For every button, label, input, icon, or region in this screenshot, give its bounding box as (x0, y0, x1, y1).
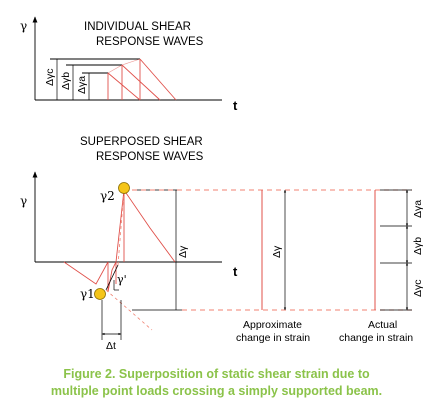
gamma1-marker (94, 288, 106, 300)
approx-delta-gamma-label: Δγ (271, 245, 283, 258)
top-title-line1: INDIVIDUAL SHEAR (84, 21, 191, 33)
wave-a (82, 72, 141, 101)
superposed-waves-diagram: SUPERPOSED SHEAR RESPONSE WAVES γ t γ' (20, 136, 424, 352)
actual-label-line2: change in strain (339, 332, 413, 344)
wave-b (66, 64, 161, 101)
delta-t-label: Δt (106, 340, 116, 352)
individual-waves-diagram: INDIVIDUAL SHEAR RESPONSE WAVES γ t (20, 16, 238, 113)
wave-c (50, 58, 177, 101)
delta-gamma-label: Δγ (177, 245, 189, 258)
approx-label-line1: Approximate (243, 319, 302, 331)
actual-label-a: Δγa (412, 200, 424, 218)
gamma1-label: γ1 (80, 287, 95, 301)
bottom-x-axis-label: t (233, 264, 238, 279)
top-y-axis-label: γ (20, 19, 27, 33)
gamma2-marker (118, 182, 130, 194)
bottom-title-line1: SUPERPOSED SHEAR (80, 136, 203, 148)
dim-label-b: Δγb (60, 72, 72, 90)
delta-t-dimension: Δt (101, 300, 122, 352)
actual-label-b: Δγb (412, 237, 424, 255)
figure-caption: Figure 2. Superposition of static shear … (0, 366, 433, 400)
superposed-waveform (63, 189, 176, 331)
actual-label-line1: Actual (368, 319, 397, 331)
caption-line1: Figure 2. Superposition of static shear … (63, 367, 370, 381)
bottom-y-axis-label: γ (20, 194, 27, 208)
delta-gamma-dimension: Δγ (132, 189, 189, 311)
gamma-prime-label: γ' (117, 273, 127, 286)
approximate-strain-box: Δγ Approximate change in strain (236, 189, 310, 344)
dim-label-a: Δγa (76, 76, 88, 94)
dim-label-c: Δγc (44, 68, 56, 86)
slope-triangle: γ' (113, 273, 127, 291)
caption-line2: multiple point loads crossing a simply s… (50, 384, 383, 398)
actual-strain-box: Δγa Δγb Δγc Actual change in strain (339, 189, 424, 344)
top-title-line2: RESPONSE WAVES (96, 36, 204, 48)
top-x-axis-label: t (233, 98, 238, 113)
approx-label-line2: change in strain (236, 332, 310, 344)
actual-label-c: Δγc (412, 279, 424, 297)
bottom-title-line2: RESPONSE WAVES (96, 151, 204, 163)
gamma2-label: γ2 (100, 189, 115, 203)
